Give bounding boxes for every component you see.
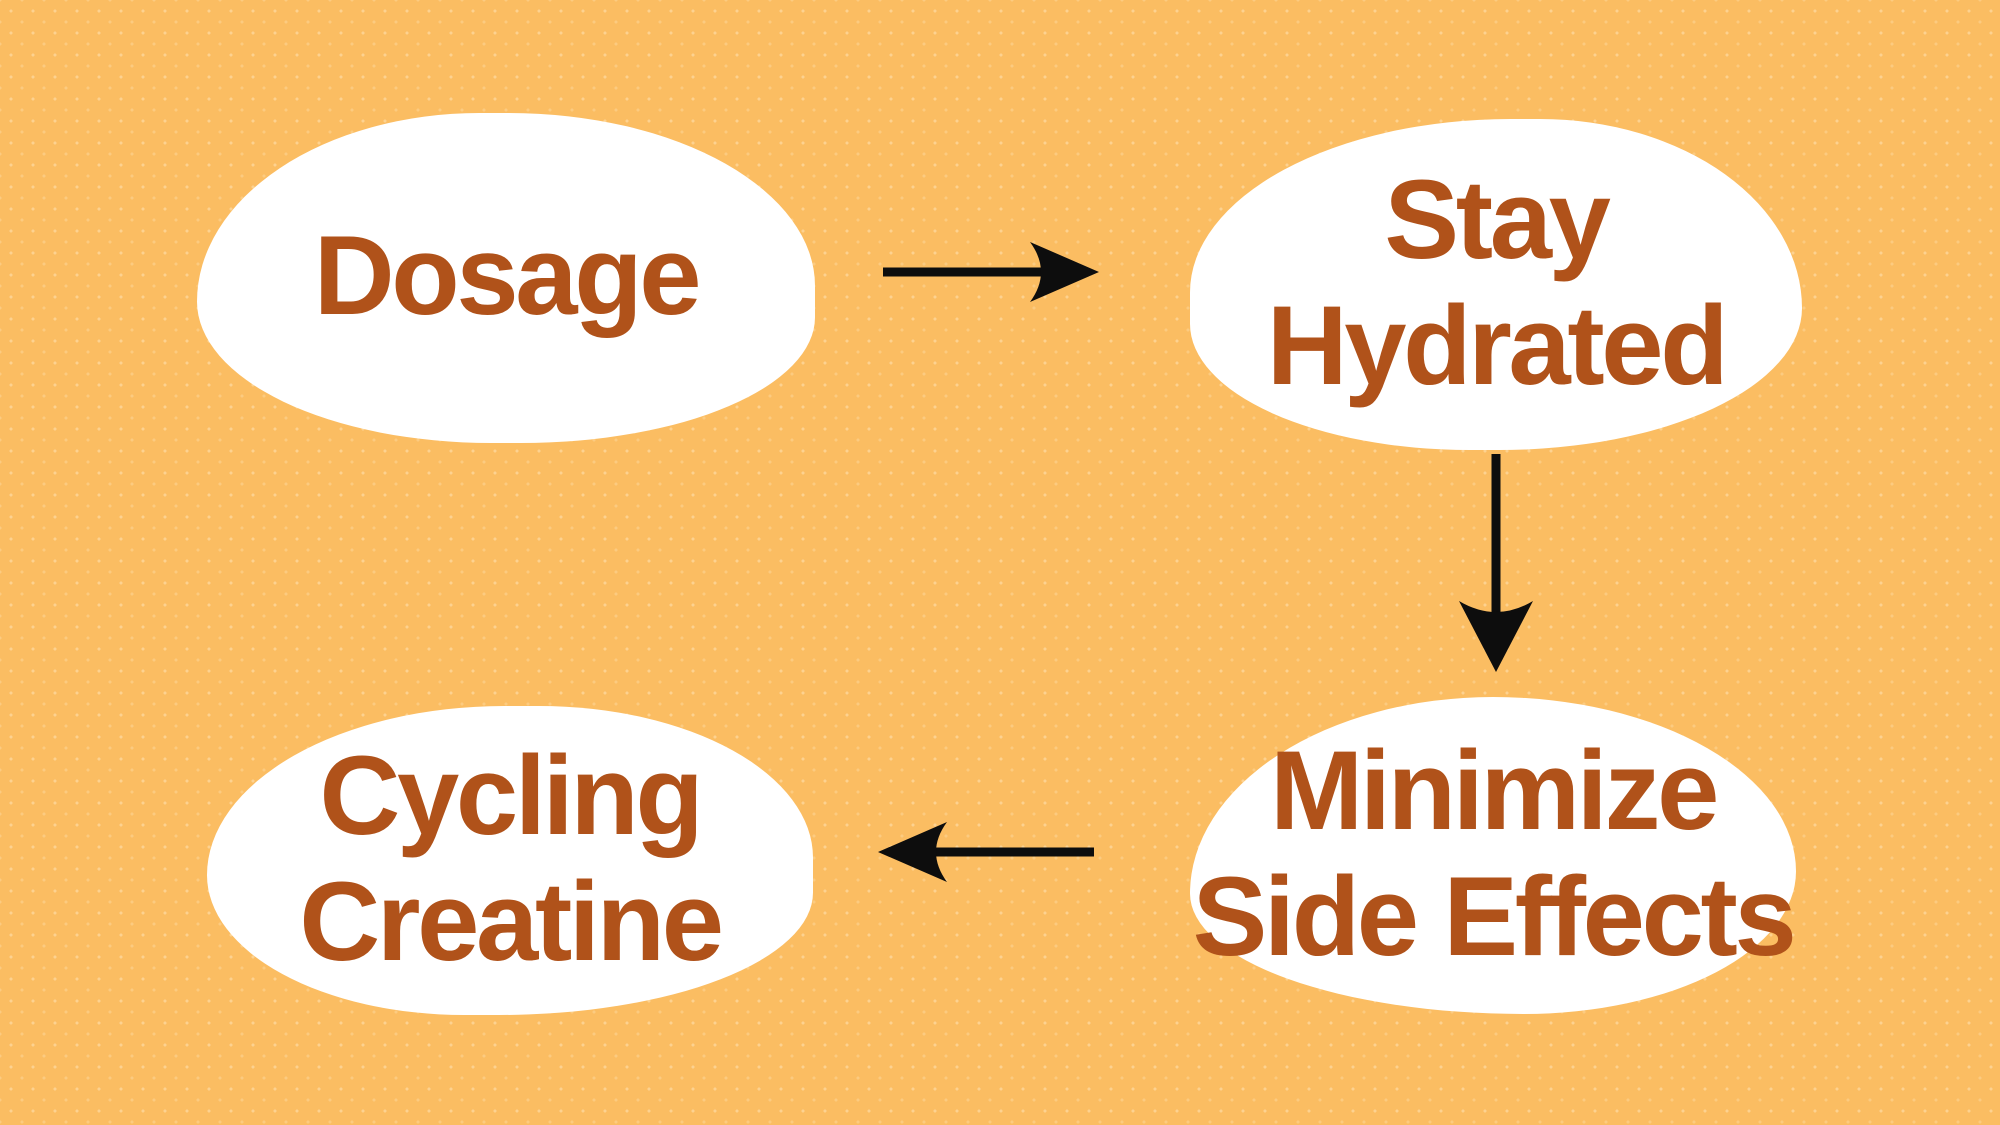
node-dosage: Dosage [197, 113, 815, 443]
node-dosage-label: Dosage [313, 213, 702, 339]
node-cycling-creatine-label: Cycling Creatine [299, 733, 724, 984]
arrow-right-icon [883, 242, 1099, 302]
node-minimize-side-effects: Minimize Side Effects [1190, 697, 1797, 1014]
arrow-left-icon [878, 822, 1094, 882]
node-cycling-creatine: Cycling Creatine [207, 706, 813, 1015]
node-stay-hydrated-label: Stay Hydrated [1266, 157, 1729, 408]
arrow-down-icon [1459, 454, 1533, 672]
node-minimize-side-effects-label: Minimize Side Effects [1192, 728, 1797, 979]
node-stay-hydrated: Stay Hydrated [1190, 119, 1802, 450]
